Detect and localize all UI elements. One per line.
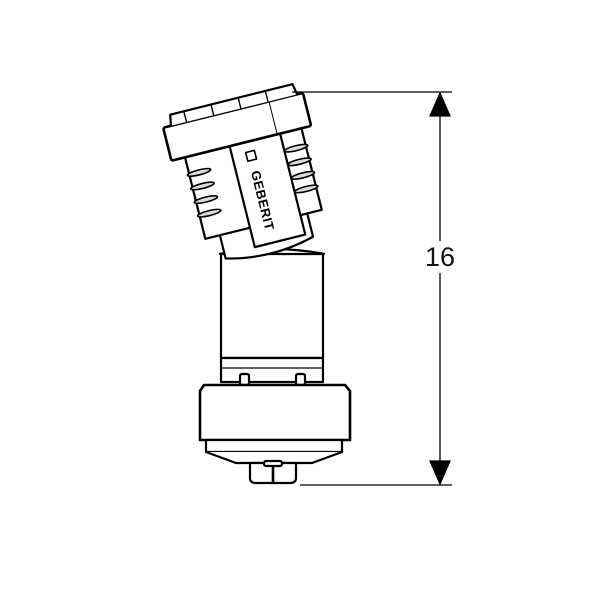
socket-head xyxy=(162,83,323,260)
arrow-down-icon xyxy=(429,460,451,486)
base-housing xyxy=(198,383,352,485)
nub-right xyxy=(294,372,307,387)
dimension-label: 16 xyxy=(418,241,462,273)
dimension-line xyxy=(292,91,452,486)
pipe-body xyxy=(218,247,326,384)
arrow-up-icon xyxy=(429,91,451,117)
cap-teeth xyxy=(183,91,269,123)
nub-left xyxy=(238,372,251,387)
